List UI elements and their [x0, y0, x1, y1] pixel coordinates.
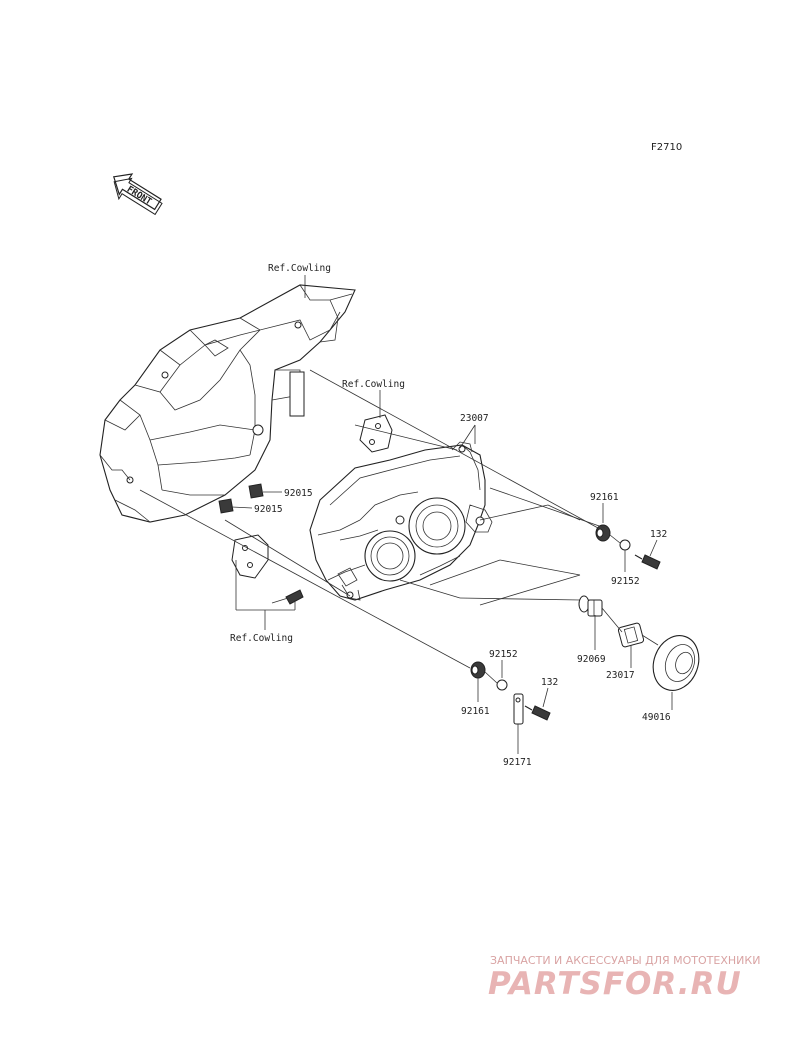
figure-code: F2710: [651, 142, 682, 153]
part-label-49016: 49016: [642, 712, 671, 723]
bolt-132-upper: [634, 554, 661, 570]
watermark-tagline: ЗАПЧАСТИ И АКСЕССУАРЫ ДЛЯ МОТОТЕХНИКИ: [490, 954, 760, 967]
bulb-92069: [578, 595, 603, 617]
part-label-92161-upper: 92161: [590, 492, 619, 503]
collar-92152-lower: [496, 679, 508, 691]
watermark-brand: PARTSFOR.RU: [488, 966, 742, 1002]
plate-92171: [513, 693, 524, 725]
upper-cowling-drawing: [99, 284, 356, 523]
part-label-132-lower: 132: [541, 677, 558, 688]
part-label-92161-lower: 92161: [461, 706, 490, 717]
watermark: ЗАПЧАСТИ И АКСЕССУАРЫ ДЛЯ МОТОТЕХНИКИ PA…: [488, 954, 760, 1002]
part-label-92152-upper: 92152: [611, 576, 640, 587]
part-label-23017: 23017: [606, 670, 635, 681]
part-label-92152-lower: 92152: [489, 649, 518, 660]
part-label-92015-lower: 92015: [254, 504, 283, 515]
part-label-92015-upper: 92015: [284, 488, 313, 499]
clip-nut-92015-upper: [248, 483, 264, 499]
ref-cowling-label-top: Ref.Cowling: [268, 263, 331, 274]
grommet-92161-upper: [595, 524, 611, 542]
dust-cover-49016: [652, 635, 700, 691]
bolt-132-lower: [524, 705, 551, 721]
collar-92152-upper: [619, 539, 631, 551]
clip-nut-92015-lower: [218, 498, 234, 514]
lower-bracket-drawing: [231, 534, 304, 605]
assembly-lines: [139, 369, 659, 684]
part-label-92171: 92171: [503, 757, 532, 768]
ref-cowling-label-bottom: Ref.Cowling: [230, 633, 293, 644]
mid-bracket-drawing: [359, 414, 393, 453]
headlight-assembly-23007: [309, 441, 493, 601]
leader-lines: [231, 275, 673, 754]
part-label-132-upper: 132: [650, 529, 667, 540]
part-label-92069: 92069: [577, 654, 606, 665]
ref-cowling-label-mid: Ref.Cowling: [342, 379, 405, 390]
front-arrow-icon: FRONT: [112, 173, 163, 216]
socket-23017: [617, 622, 645, 648]
grommet-92161-lower: [470, 661, 486, 679]
part-label-23007: 23007: [460, 413, 489, 424]
